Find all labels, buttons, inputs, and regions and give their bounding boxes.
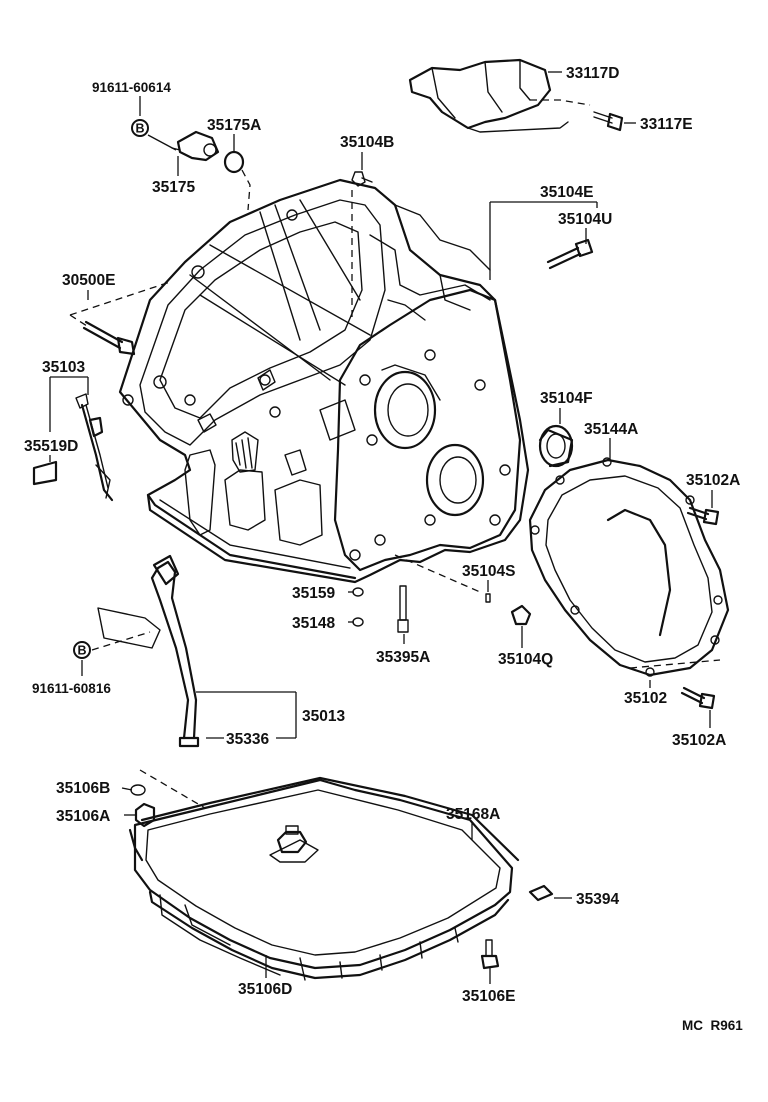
transaxle-case xyxy=(118,178,530,584)
label-35103: 35103 xyxy=(42,359,85,376)
oil-seal-35104f xyxy=(538,424,574,468)
plug-35148 xyxy=(352,617,364,627)
sensor-35175 xyxy=(171,130,220,162)
label-35106e: 35106E xyxy=(462,988,515,1005)
bolt-35106e xyxy=(480,939,500,970)
label-30500e: 30500E xyxy=(62,272,115,289)
label-35106a: 35106A xyxy=(56,808,110,825)
side-cover-35102 xyxy=(528,457,730,677)
plug-35106a xyxy=(134,802,156,828)
label-91611-60614: 91611-60614 xyxy=(92,80,171,95)
label-33117e: 33117E xyxy=(640,116,693,133)
label-35102a-top: 35102A xyxy=(686,472,740,489)
label-33117d: 33117D xyxy=(566,65,619,82)
leader-lines xyxy=(49,71,721,984)
bolt-badge-60614-letter: B xyxy=(135,122,144,136)
label-35144a: 35144A xyxy=(584,421,638,438)
o-ring-35175a xyxy=(223,150,245,174)
dipstick-tube-35013 xyxy=(97,554,200,748)
label-35104b: 35104B xyxy=(340,134,394,151)
dipstick-35103 xyxy=(75,393,114,502)
label-35104s: 35104S xyxy=(462,563,515,580)
part-labels: 33117D 33117E 91611-60614 35175A 35175 3… xyxy=(24,65,740,1005)
magnet-35394 xyxy=(528,884,554,902)
oil-strainer-fitting xyxy=(276,825,308,854)
plug-35159 xyxy=(352,587,364,597)
label-35394: 35394 xyxy=(576,891,619,908)
label-35106d: 35106D xyxy=(238,981,292,998)
label-35104u: 35104U xyxy=(558,211,612,228)
label-35106b: 35106B xyxy=(56,780,110,797)
gasket-35168a xyxy=(128,776,520,863)
bolt-33117e xyxy=(593,111,624,132)
gasket-35106b xyxy=(130,784,146,796)
bolt-badge-60816: B xyxy=(73,641,91,659)
footer-code: MC R961 xyxy=(682,1018,743,1033)
bolt-badge-60816-letter: B xyxy=(77,644,86,658)
label-35159: 35159 xyxy=(292,585,335,602)
label-35336: 35336 xyxy=(226,731,269,748)
oil-pan-35106d xyxy=(133,778,514,981)
bolt-35104b xyxy=(351,171,373,187)
plug-35104q xyxy=(510,604,532,626)
transaxle-cover-33117d xyxy=(408,58,569,133)
pin-35104s xyxy=(485,593,491,603)
label-35168a: 35168A xyxy=(446,806,500,823)
label-35175a: 35175A xyxy=(207,117,261,134)
label-35104q: 35104Q xyxy=(498,651,553,668)
label-35519d: 35519D xyxy=(24,438,78,455)
bolt-30500e xyxy=(82,320,136,356)
bolt-35102a-bottom xyxy=(680,686,716,710)
bolt-35102a-top xyxy=(686,506,720,526)
label-91611-60816: 91611-60816 xyxy=(32,681,111,696)
label-35175: 35175 xyxy=(152,179,195,196)
label-35104f: 35104F xyxy=(540,390,593,407)
label-35148: 35148 xyxy=(292,615,335,632)
label-35013: 35013 xyxy=(302,708,345,725)
bolt-35104u xyxy=(546,238,594,270)
pin-35395a xyxy=(397,585,409,633)
bolt-badge-60614: B xyxy=(131,119,149,137)
label-plate-35519d xyxy=(32,460,58,486)
label-35102: 35102 xyxy=(624,690,667,707)
label-35395a: 35395A xyxy=(376,649,430,666)
label-35102a-bottom: 35102A xyxy=(672,732,726,749)
label-35104e: 35104E xyxy=(540,184,593,201)
